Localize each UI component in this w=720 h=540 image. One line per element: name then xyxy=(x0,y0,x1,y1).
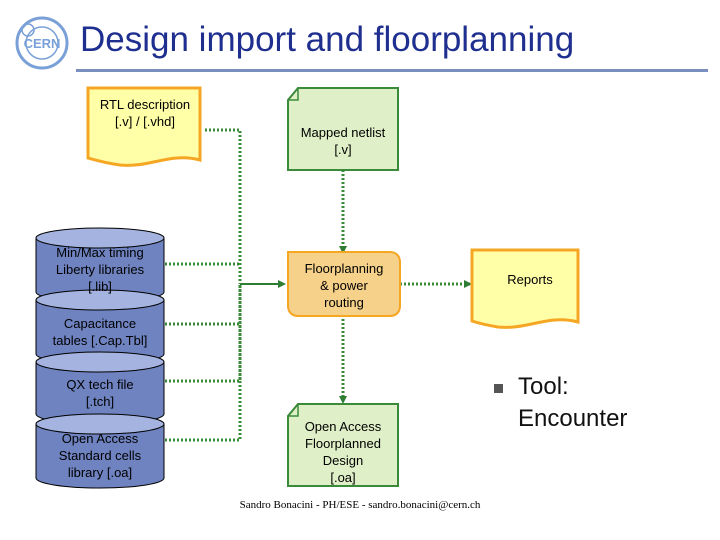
reports-shape xyxy=(470,248,580,329)
qx-tech-file-label: QX tech file [.tch] xyxy=(66,377,134,409)
floorplanning-label: Floorplanning & power routing xyxy=(304,261,384,310)
title-underline xyxy=(76,69,708,72)
tool-label: Tool: Encounter xyxy=(518,373,628,432)
capacitance-tables-label: Capacitance tables [.Cap.Tbl] xyxy=(52,316,148,348)
database-stack xyxy=(35,227,165,489)
oa-design-shape xyxy=(287,403,399,487)
slide-title: Design import and floorplanning xyxy=(80,20,575,59)
mapped-netlist-label: Mapped netlist [.v] xyxy=(300,125,386,157)
oa-standard-cells-label: Open Access Standard cells library [.oa] xyxy=(58,431,142,480)
connector-rtl xyxy=(205,128,242,284)
capacitance-db-top xyxy=(35,289,165,311)
cern-logo-text: CERN xyxy=(24,36,61,51)
rtl-document-shape xyxy=(86,86,202,167)
oa-cells-db-top xyxy=(35,413,165,435)
oa-floorplanned-design-label: Open Access Floorplanned Design [.oa] xyxy=(304,419,382,485)
input-connectors xyxy=(165,128,470,442)
connector-qx xyxy=(165,284,242,383)
connector-oa-cells xyxy=(165,284,242,442)
connector-capacitance xyxy=(165,284,242,326)
mapped-netlist-shape xyxy=(287,87,399,171)
reports-label: Reports xyxy=(507,272,553,287)
timing-db-top xyxy=(35,227,165,249)
rtl-description-label: RTL description [.v] / [.vhd] xyxy=(99,97,191,129)
cern-logo: CERN xyxy=(12,14,72,72)
timing-libraries-label: Min/Max timing Liberty libraries [.lib] xyxy=(55,245,145,294)
mapped-netlist-fold xyxy=(288,88,299,101)
oa-design-fold xyxy=(288,404,299,417)
footer-credit: Sandro Bonacini - PH/ESE - sandro.bonaci… xyxy=(239,499,481,511)
floorplanning-shape xyxy=(287,251,401,317)
qx-db-top xyxy=(35,351,165,373)
oa-cells-db-body xyxy=(35,423,165,489)
bullet-marker xyxy=(494,384,503,393)
